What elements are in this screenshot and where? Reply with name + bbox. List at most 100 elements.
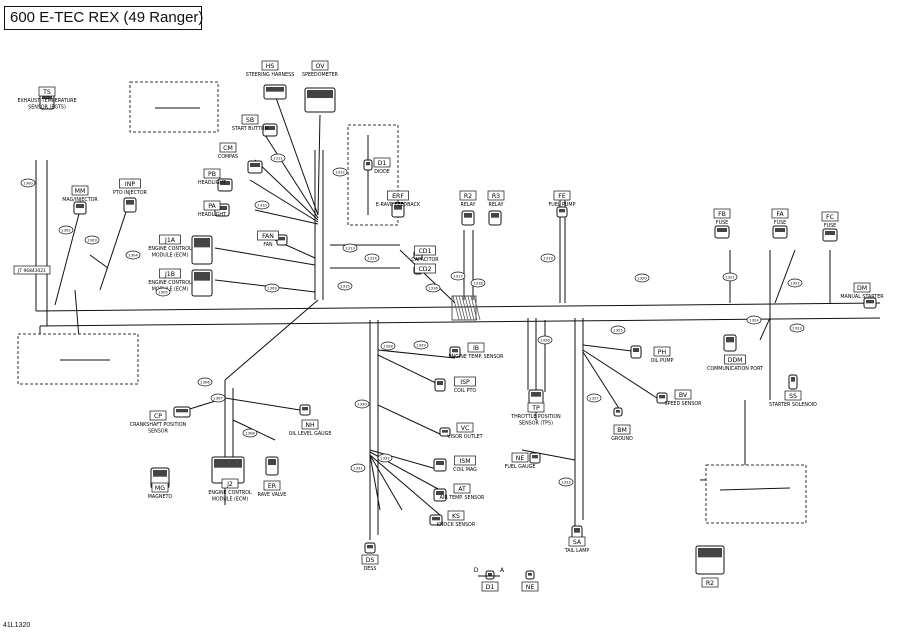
- connector-fa-15-icon: [772, 225, 788, 239]
- component-code: IB: [473, 345, 479, 352]
- wire-tag-1317: 1317: [450, 271, 466, 281]
- inset-boxes: [17, 81, 807, 524]
- connector-sb-3-icon: [262, 123, 278, 137]
- wire-tag-text: 1319: [543, 256, 553, 261]
- component-label: MAGNETO: [148, 494, 173, 500]
- component-label: FUEL PUMP: [549, 202, 576, 208]
- component-label: KNOCK SENSOR: [437, 522, 476, 528]
- connector-d1-7-icon: [363, 159, 373, 171]
- component-label: FUSE: [716, 220, 728, 226]
- connector-r2-11-icon: [461, 210, 475, 226]
- connector-hs-1-icon: [263, 84, 287, 100]
- wire-tag-1321: 1321: [722, 272, 738, 282]
- component-label: VISOR OUTLET: [447, 434, 482, 440]
- component-label: SPEED SENSOR: [664, 401, 702, 407]
- wire-tag-text: 1311: [273, 156, 283, 161]
- diagram-title: 600 E-TEC REX (49 Ranger): [10, 9, 204, 26]
- connector-ddm-24-icon: [723, 334, 737, 352]
- wire-tag-1332: 1332: [377, 453, 393, 463]
- component-code: FB: [718, 211, 726, 218]
- wire-0: [35, 302, 881, 312]
- inset-box-2: [705, 464, 807, 524]
- wire-tag-text: 1329: [416, 343, 426, 348]
- wire-17: [377, 404, 443, 436]
- component-code: J2: [226, 481, 233, 488]
- wire-tag-1304: 1304: [125, 250, 141, 260]
- wire-tag-1309: 1309: [264, 283, 280, 293]
- component-code: R3: [492, 193, 500, 200]
- harness-wires: [35, 94, 881, 540]
- component-label: THROTTLE POSITION: [510, 414, 561, 420]
- wire-18: [369, 449, 441, 471]
- component-label: FUSE: [774, 220, 786, 226]
- wire-tag-text: 1326: [540, 338, 550, 343]
- wire-tag-1331: 1331: [350, 463, 366, 473]
- component-code: AT: [458, 486, 466, 493]
- wire-tag-text: 1303: [87, 238, 97, 243]
- component-r2-43: R2: [701, 577, 719, 588]
- wire-tag-text: 1309: [267, 286, 277, 291]
- connector-ib-25-icon: [449, 346, 461, 358]
- connector-fc-16-icon: [822, 228, 838, 242]
- connector-tp-27-icon: [528, 389, 544, 405]
- wire-tag-1314: 1314: [364, 253, 380, 263]
- connector-ov-2-icon: [304, 87, 336, 113]
- component-code: INP: [125, 181, 135, 188]
- connector-fe-13-icon: [556, 206, 568, 218]
- component-label: MODULE (ECM): [212, 497, 249, 503]
- component-code: SA: [573, 539, 582, 546]
- wire-41: [759, 317, 771, 341]
- wire-tags: 1300130213031304130513061307130813091310…: [20, 153, 805, 487]
- component-label: FUEL GAUGE: [505, 464, 536, 470]
- component-code: PA: [208, 203, 216, 210]
- component-code: TS: [42, 89, 51, 96]
- component-code: ISM: [459, 458, 470, 465]
- component-label: STARTER SOLENOID: [769, 402, 817, 408]
- component-code: ERF: [392, 193, 404, 200]
- connector-r2-43-icon: [695, 545, 725, 575]
- component-label: COIL PTO: [454, 388, 477, 394]
- component-label: FAN: [263, 242, 273, 248]
- wire-tag-1320: 1320: [634, 273, 650, 283]
- wire-22: [369, 454, 403, 511]
- wire-1: [39, 317, 881, 327]
- connector-j1b-21-icon: [191, 269, 213, 297]
- wire-tag-1322: 1322: [787, 278, 803, 288]
- component-code: ER: [268, 483, 277, 490]
- wire-tag-text: 1332: [380, 456, 390, 461]
- connector-bm-33-icon: [613, 407, 623, 417]
- splice-block: [451, 295, 481, 321]
- wire-tag-text: 1316: [428, 286, 438, 291]
- connector-pb-5-icon: [217, 178, 233, 192]
- wire-tag-1323: 1323: [789, 323, 805, 333]
- wire-tag-text: 1300: [23, 181, 33, 186]
- connector-fb-14-icon: [714, 225, 730, 239]
- wire-tag-1330: 1330: [354, 399, 370, 409]
- wire-tag-1312: 1312: [332, 167, 348, 177]
- wire-47: [264, 134, 319, 219]
- wire-46: [254, 209, 319, 225]
- reference-number: 41L1320: [3, 622, 31, 629]
- connector-inp-9-icon: [123, 197, 137, 213]
- component-label: ENGINE TEMP. SENSOR: [448, 354, 504, 360]
- connector-er-38-icon: [265, 456, 279, 476]
- wire-tag-text: 1318: [473, 281, 483, 286]
- wire-tag-text: 1312: [335, 170, 345, 175]
- wire-tag-text: 1313: [345, 246, 355, 251]
- inset-box-3: [347, 124, 399, 226]
- component-code: FE: [558, 193, 566, 200]
- component-label: COIL MAG: [453, 467, 477, 473]
- component-d1-44: D1: [481, 581, 499, 592]
